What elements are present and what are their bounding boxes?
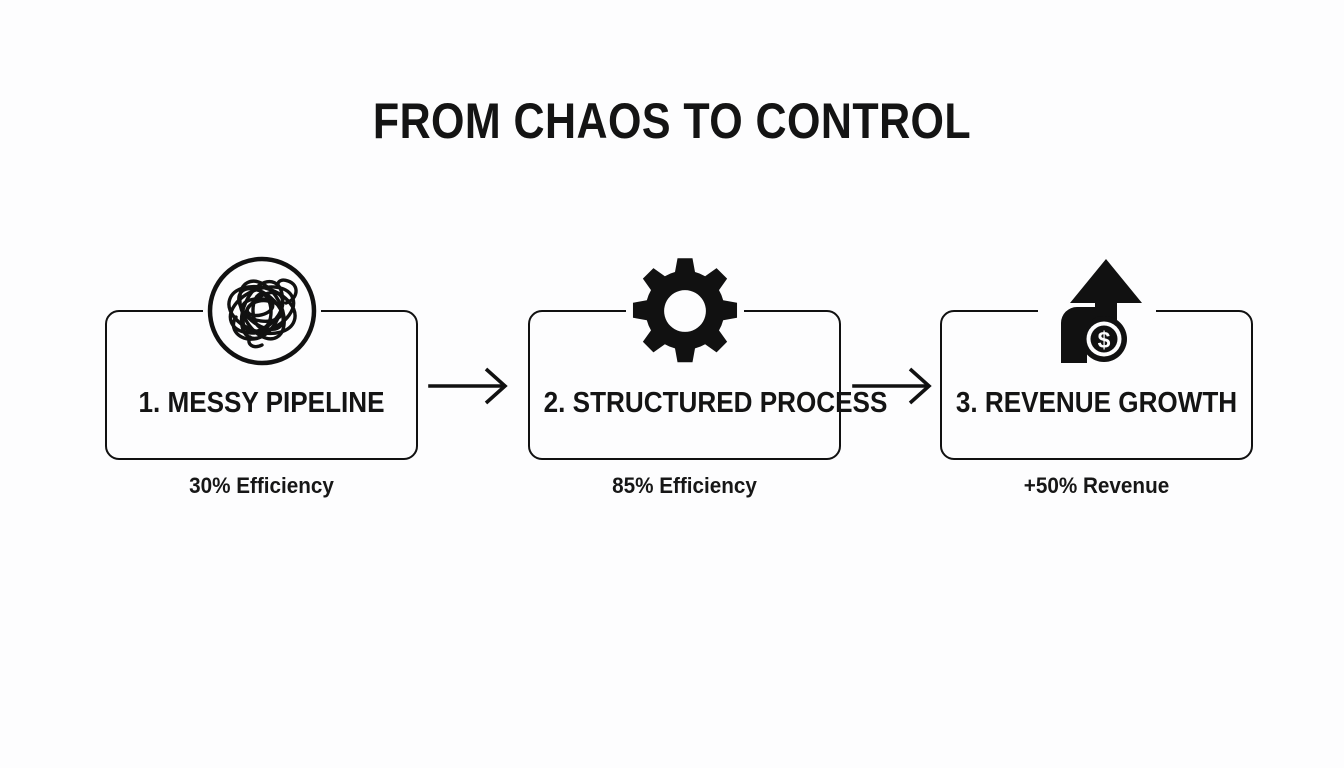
revenue-growth-arrow-icon: $ bbox=[1039, 253, 1155, 369]
arrow-step1-to-step2 bbox=[428, 363, 514, 409]
step-caption: +50% Revenue bbox=[1023, 473, 1170, 498]
step-card-messy-pipeline[interactable]: 1. MESSY PIPELINE 30% Efficiency bbox=[105, 245, 418, 535]
step-label: 2. STRUCTURED PROCESS bbox=[543, 387, 888, 419]
step-label: 3. REVENUE GROWTH bbox=[955, 387, 1238, 419]
gear-icon bbox=[627, 253, 743, 369]
step-label: 1. MESSY PIPELINE bbox=[138, 387, 385, 419]
step-card-revenue-growth[interactable]: $ 3. REVENUE GROWTH +50% Revenue bbox=[940, 245, 1253, 535]
process-flow: 1. MESSY PIPELINE 30% Efficiency 2. STRU… bbox=[0, 245, 1344, 535]
tangled-scribble-icon bbox=[204, 253, 320, 369]
step-caption: 85% Efficiency bbox=[612, 473, 757, 498]
page-title: FROM CHAOS TO CONTROL bbox=[372, 93, 972, 149]
svg-text:$: $ bbox=[1097, 327, 1110, 353]
step-caption: 30% Efficiency bbox=[189, 473, 334, 498]
step-card-structured-process[interactable]: 2. STRUCTURED PROCESS 85% Efficiency bbox=[528, 245, 888, 535]
arrow-step2-to-step3 bbox=[852, 363, 938, 409]
